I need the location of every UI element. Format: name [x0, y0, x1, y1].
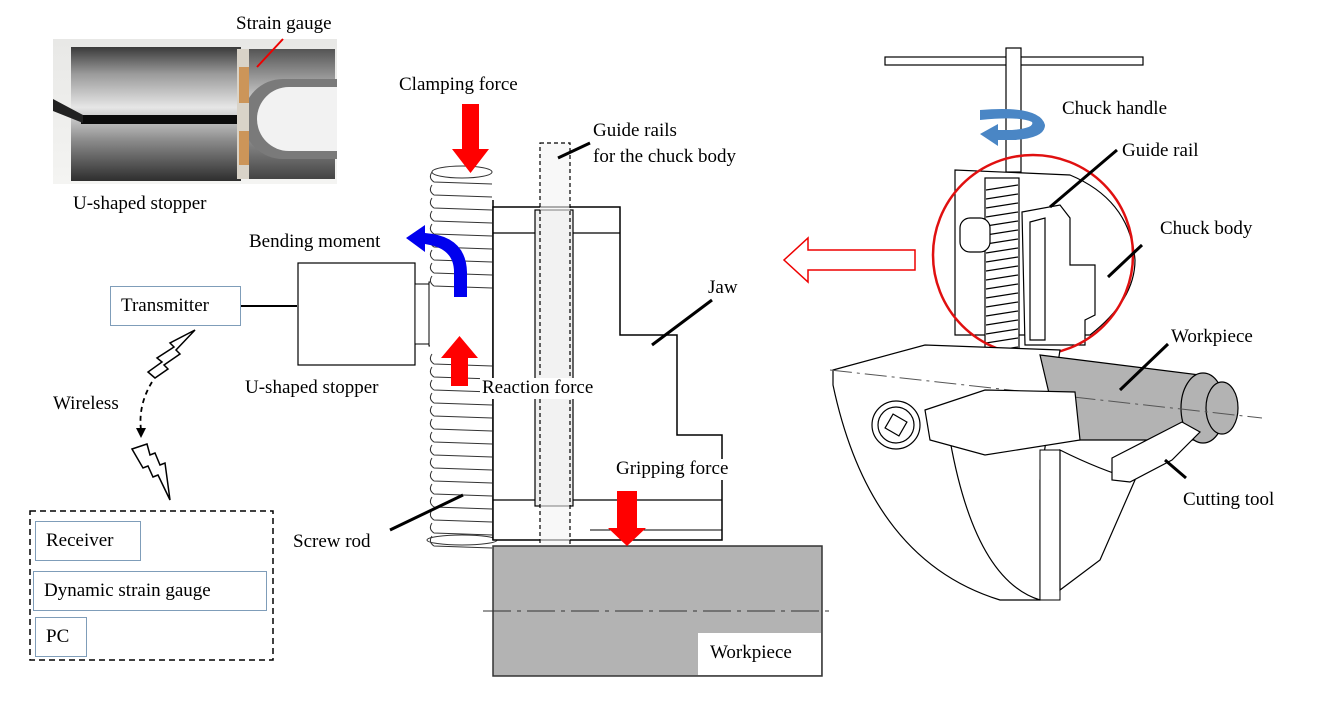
clamping-force-arrow [452, 104, 489, 173]
guide-rail-pointer [1049, 148, 1118, 209]
bending-moment-label: Bending moment [249, 231, 381, 252]
jaw-label: Jaw [708, 277, 738, 298]
chuck-thread-line [985, 265, 1019, 272]
wireless-path [139, 381, 153, 431]
guide-rail-label: Guide rail [1122, 140, 1199, 161]
chuck-handle-label: Chuck handle [1062, 98, 1168, 119]
chuck-thread-line [985, 229, 1019, 236]
reaction-force-arrow [441, 336, 478, 386]
thread-line [429, 210, 493, 224]
guide-rails-label-line2: for the chuck body [593, 146, 736, 167]
thread-line [429, 262, 493, 276]
guide-rail-dashed-outline [539, 142, 571, 559]
chuck-thread-line [985, 319, 1019, 326]
screw-rod-label: Screw rod [293, 531, 371, 552]
dynamic-strain-gauge-label: Dynamic strain gauge [44, 580, 211, 601]
receiver-system-boundary [29, 510, 274, 661]
thread-line [429, 275, 493, 289]
pc-label: PC [46, 626, 70, 647]
thread-line [429, 470, 493, 484]
screw-assembly [924, 389, 1081, 456]
strain-gauge-label: Strain gauge [236, 13, 332, 34]
cutting-tool-pointer [1164, 458, 1187, 480]
workpiece-pointer [1118, 342, 1170, 392]
gripping-force-arrow [608, 491, 646, 546]
chuck-thread-line [985, 220, 1019, 227]
thread-line [429, 379, 493, 393]
thread-line [429, 249, 493, 263]
thread-line [429, 444, 493, 458]
chuck-thread-line [985, 202, 1019, 209]
thread-line [429, 457, 493, 471]
dynamic-strain-gauge-box: Dynamic strain gauge [33, 571, 267, 611]
workpiece-label: Workpiece [710, 642, 792, 663]
transmitter-label: Transmitter [121, 295, 209, 316]
chuck-thread-line [985, 310, 1019, 317]
receiver-label: Receiver [46, 530, 114, 551]
lightning-receive-icon [130, 443, 171, 501]
reaction-force-label: Reaction force [480, 377, 596, 399]
u-stopper-neck [414, 283, 430, 345]
thread-line [429, 483, 493, 497]
strain-gauge-pointer [256, 38, 284, 68]
transmitter-box: Transmitter [110, 286, 241, 326]
rotation-arrow-icon [980, 109, 1045, 146]
receiver-box: Receiver [35, 521, 141, 561]
cutting-tool [1111, 421, 1201, 483]
thread-line [429, 431, 493, 445]
thread-line [429, 496, 493, 510]
workpiece-label-bg [698, 633, 821, 675]
thread-line [429, 184, 493, 198]
wireless-arrowhead-icon [136, 428, 146, 438]
jaw-body [492, 206, 723, 541]
thread-line [429, 366, 493, 380]
chuck-thread-line [985, 193, 1019, 200]
thread-line [429, 405, 493, 419]
u-shaped-stopper-photo [53, 39, 337, 184]
bending-moment-arrow [406, 225, 467, 297]
chuck-workpiece-label: Workpiece [1171, 326, 1253, 347]
pc-box: PC [35, 617, 87, 657]
detail-direction-arrow [782, 236, 916, 284]
chuck-body-pointer [1106, 243, 1144, 279]
chuck-thread-line [985, 292, 1019, 299]
clamping-force-label: Clamping force [399, 74, 518, 95]
lightning-transmit-icon [146, 329, 196, 379]
chuck-internals [959, 177, 1096, 354]
chuck-thread-line [985, 283, 1019, 290]
thread-line [429, 171, 493, 185]
screw-rod-pointer [389, 493, 464, 532]
thread-line [429, 392, 493, 406]
guide-rails-label-line1: Guide rails [593, 120, 677, 141]
chuck-thread-line [985, 238, 1019, 245]
thread-line [429, 197, 493, 211]
chuck-thread-line [985, 328, 1019, 335]
chuck-body-label: Chuck body [1160, 218, 1253, 239]
jaw-pointer [651, 298, 713, 347]
u-stopper-label: U-shaped stopper [245, 377, 379, 398]
chuck-thread-line [985, 337, 1019, 344]
u-stopper-block [297, 262, 416, 366]
chuck-thread-line [985, 256, 1019, 263]
thread-line [429, 223, 493, 237]
chuck-thread-line [985, 274, 1019, 281]
wireless-label: Wireless [53, 393, 119, 414]
cutting-tool-label: Cutting tool [1183, 489, 1275, 510]
chuck-thread-line [985, 211, 1019, 218]
thread-line [429, 418, 493, 432]
screw-rod-top [431, 165, 493, 179]
photo-caption: U-shaped stopper [73, 193, 207, 214]
chuck-thread-line [985, 301, 1019, 308]
gripping-force-label: Gripping force [614, 458, 731, 480]
stopper-photo-drawing [53, 47, 337, 181]
thread-line [429, 522, 493, 536]
chuck-thread-line [985, 184, 1019, 191]
chuck-thread-line [985, 247, 1019, 254]
thread-line [429, 353, 493, 367]
guide-rails-pointer [557, 141, 591, 160]
